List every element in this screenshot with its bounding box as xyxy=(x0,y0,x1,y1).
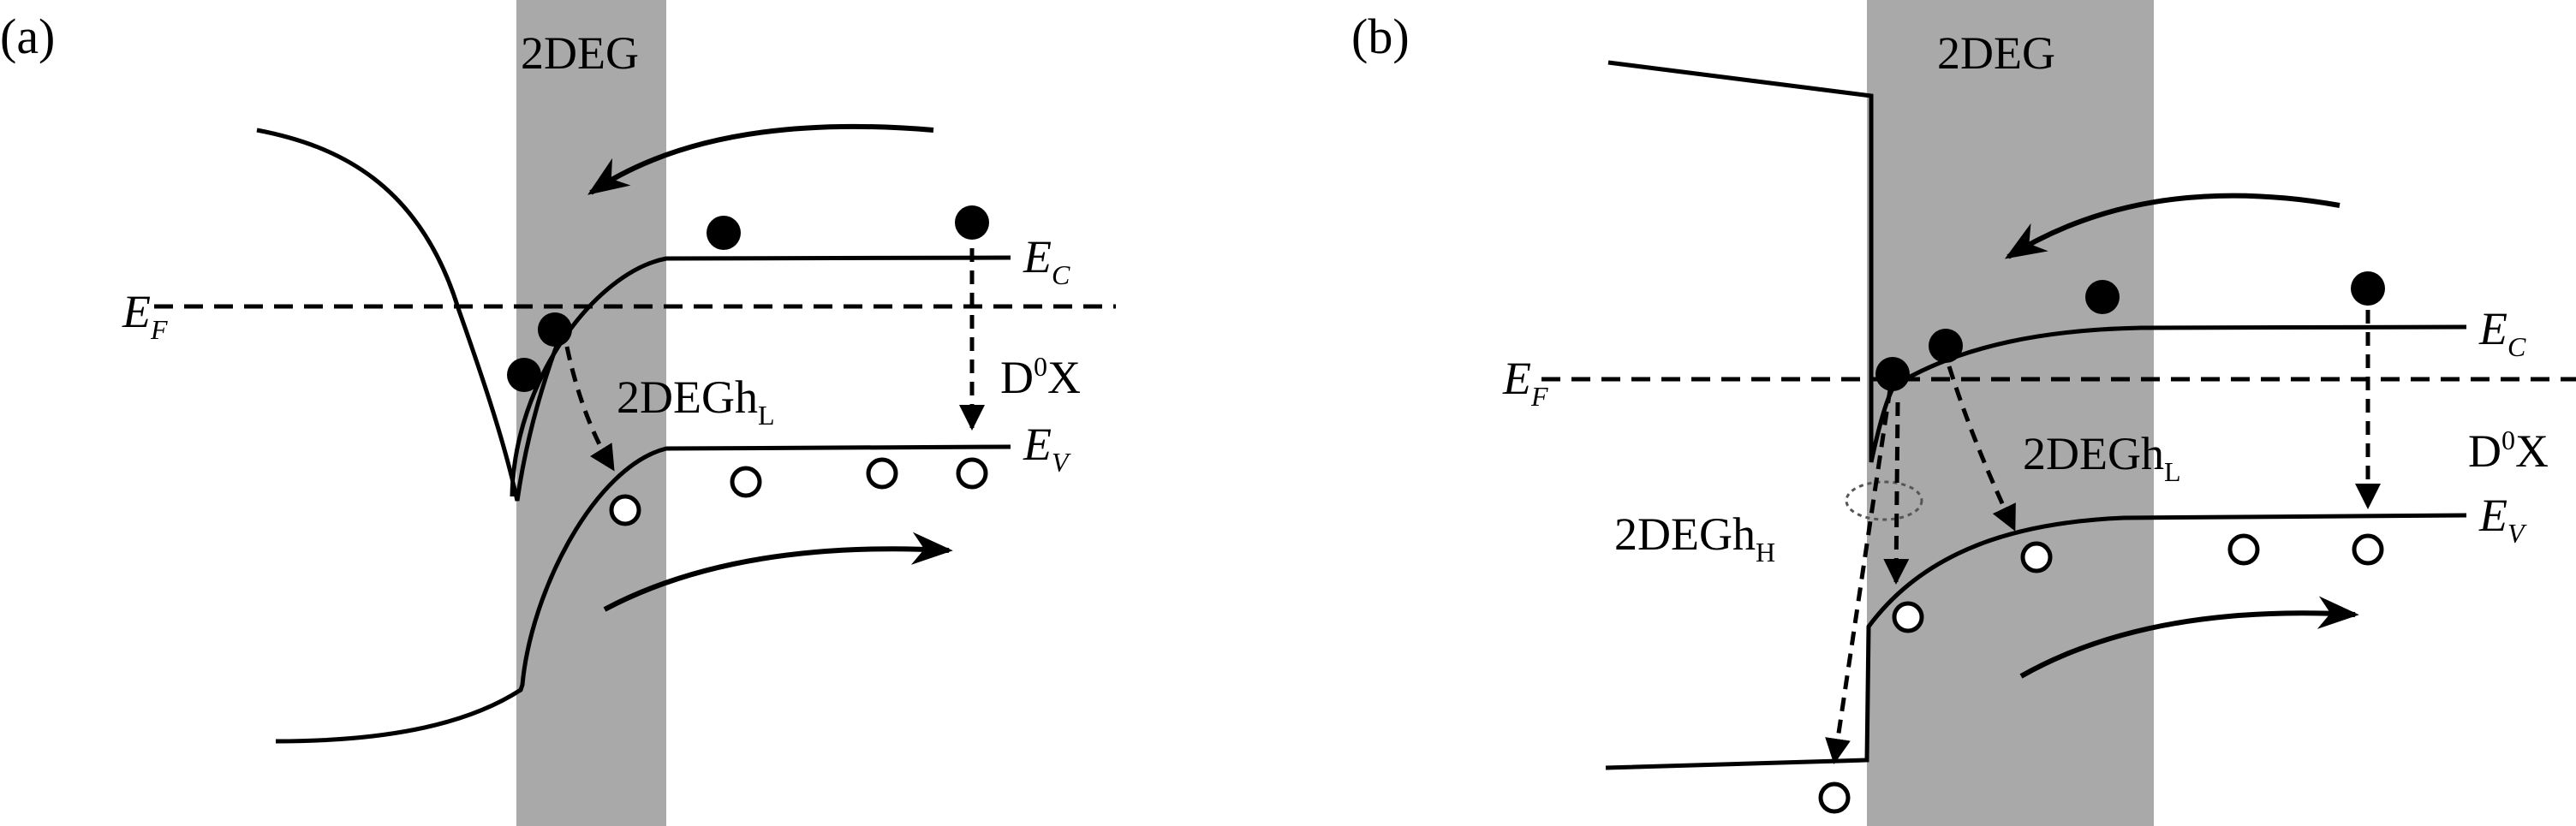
panel-a-ec-label: EC xyxy=(1023,231,1070,290)
panel-a-2deg-region xyxy=(516,0,666,826)
panel-a-ev-label: EV xyxy=(1023,419,1071,478)
panel-a-hole xyxy=(956,457,988,490)
panel-a-electron xyxy=(707,216,741,250)
panel-b-label: (b) xyxy=(1351,9,1410,64)
panel-a-hole xyxy=(730,466,762,498)
panel-a-2deghl-transition-arrow xyxy=(564,346,616,472)
panel-a-region-label: 2DEG xyxy=(521,27,639,79)
panel-b-hole xyxy=(2020,541,2053,573)
panel-b-2deghh-marker xyxy=(1845,480,1923,521)
panel-b-2deg-region xyxy=(1867,0,2154,826)
panel-a-hole-flow-arrow xyxy=(603,532,953,612)
panel-a-hole xyxy=(609,494,641,526)
panel-b-2deghh-transition-arrow xyxy=(1825,389,1893,764)
panel-b-d0x-label: D0X xyxy=(2468,425,2549,477)
panel-b-2deghl-label: 2DEGhL xyxy=(2023,428,2181,487)
panel-a-electron-flow-arrow xyxy=(587,123,934,195)
panel-b-conduction-band xyxy=(1887,324,2467,392)
panel-b-electron xyxy=(2085,280,2120,314)
panel-b-hole xyxy=(1818,781,1851,814)
panel-a-barrier-curve xyxy=(256,128,564,502)
panel-b-region-label: 2DEG xyxy=(1937,27,2055,79)
panel-a-ef-label: EF xyxy=(122,286,168,345)
panel-b-ev-label: EV xyxy=(2478,490,2527,549)
panel-a-hole xyxy=(866,457,898,490)
panel-a-valence-band xyxy=(275,444,1011,744)
panel-a-electron xyxy=(955,205,989,240)
panel-b-hole xyxy=(2352,533,2384,566)
panel-b-electron-flow-arrow xyxy=(2004,193,2340,259)
panel-b-hole-flow-arrow xyxy=(2019,596,2359,679)
panel-b-ef-label: EF xyxy=(1502,353,1548,412)
panel-a: (a) 2DEG EF EC EV D0X 2DEGhL xyxy=(0,0,1116,826)
panel-a-label: (a) xyxy=(0,9,55,64)
panel-b-hole xyxy=(1892,601,1924,633)
panel-b-electron xyxy=(1929,329,1963,363)
panel-b-electron xyxy=(1875,357,1910,391)
panel-b-barrier-step xyxy=(1607,60,1901,463)
panel-b-hole xyxy=(2227,533,2260,566)
panel-a-2deghl-label: 2DEGhL xyxy=(617,371,775,431)
panel-a-electron xyxy=(538,312,572,347)
panel-b-vertical-transition-arrow xyxy=(1883,401,1910,585)
panel-b-valence-band xyxy=(1605,513,2467,770)
panel-a-electron xyxy=(507,358,541,392)
panel-a-d0x-label: D0X xyxy=(1000,351,1081,403)
panel-b-2deghh-label: 2DEGhH xyxy=(1614,508,1775,568)
panel-b: (b) 2DEG EF EC EV D0 xyxy=(1351,0,2576,826)
panel-b-electron xyxy=(2351,271,2385,306)
panel-b-ec-label: EC xyxy=(2478,303,2526,362)
